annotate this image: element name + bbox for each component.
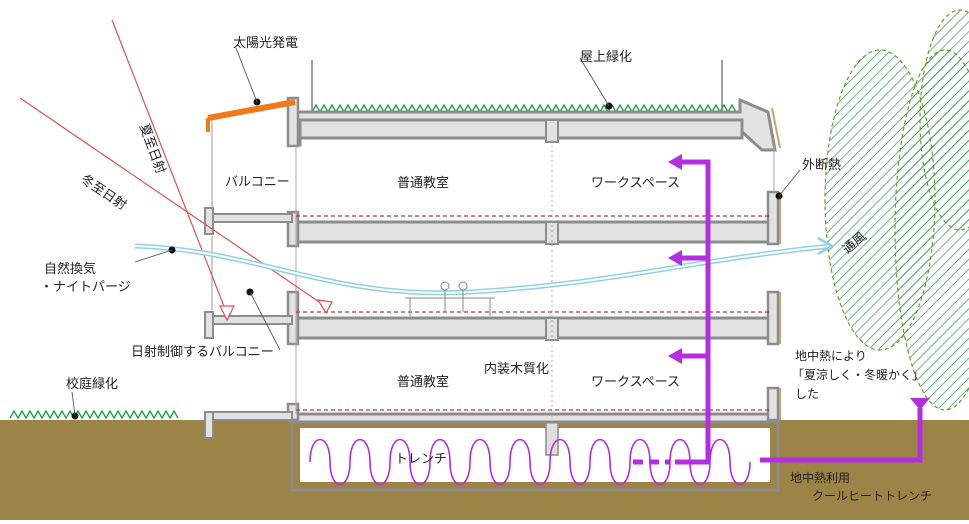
sun-rays xyxy=(19,19,333,322)
label-workspace-upper: ワークスペース xyxy=(591,176,681,191)
yard-grass xyxy=(9,409,179,420)
label-roof-green: 屋上緑化 xyxy=(580,50,633,65)
floor-slabs xyxy=(290,97,780,424)
label-workspace-lower: ワークスペース xyxy=(591,375,681,390)
label-classroom-lower: 普通教室 xyxy=(397,375,450,390)
tree-canopy xyxy=(824,9,969,411)
label-cool-heat-1: 地中熱利用 xyxy=(790,471,851,485)
people-figures xyxy=(405,281,495,316)
label-insulation: 外断熱 xyxy=(802,158,842,173)
label-geothermal-2: 「夏涼しく・冬暖かく」 xyxy=(792,368,925,382)
label-sun-control-balcony: 日射制御するバルコニー xyxy=(131,345,274,360)
vent-flow xyxy=(134,243,831,296)
label-balcony: バルコニー xyxy=(225,175,290,190)
label-natural-vent-2: ・ナイトパージ xyxy=(40,280,131,295)
solar-panel xyxy=(207,99,296,121)
label-trench: トレンチ xyxy=(395,452,448,467)
label-natural-vent-1: 自然換気 xyxy=(44,262,97,277)
roof-grass xyxy=(311,103,737,114)
label-cool-heat-2: クールヒートトレンチ xyxy=(812,489,933,503)
label-geothermal-3: した xyxy=(795,387,820,401)
geothermal-duct xyxy=(309,159,923,486)
label-classroom-upper: 普通教室 xyxy=(397,176,450,191)
label-wood-interior: 内装木質化 xyxy=(484,362,550,377)
label-solar: 太陽光発電 xyxy=(233,36,299,51)
label-geothermal-1: 地中熱により xyxy=(795,349,867,363)
label-yard-green: 校庭緑化 xyxy=(66,377,119,392)
